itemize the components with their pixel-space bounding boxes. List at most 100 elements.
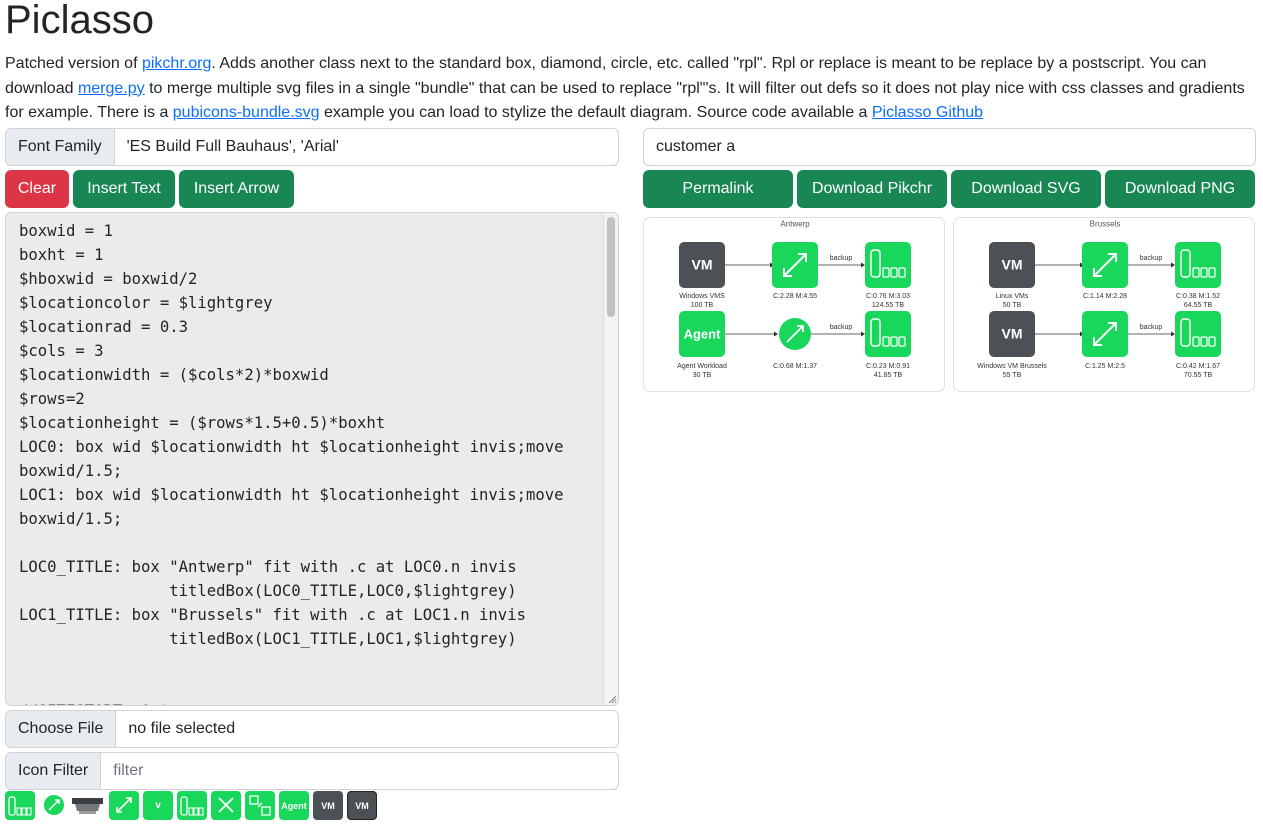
agent-icon [679, 311, 725, 357]
src-label: VM [692, 257, 713, 273]
download-pikchr-button[interactable]: Download Pikchr [797, 170, 947, 208]
code-editor-text: boxwid = 1 boxht = 1 $hboxwid = boxwid/2… [19, 222, 564, 705]
arrows-icon [783, 253, 807, 277]
arrows-icon [1093, 253, 1117, 277]
diagram-brussels: Brussels VM backup Linux VMs 50 TB C:1.1… [977, 220, 1221, 379]
mid-caption: C:1.14 M:2.28 [1083, 293, 1127, 300]
clear-button[interactable]: Clear [5, 170, 69, 208]
vm-icon[interactable]: VM [313, 791, 343, 820]
storage-icon [865, 242, 911, 288]
backup-label: backup [1140, 324, 1163, 331]
src-size: 100 TB [691, 302, 714, 309]
shrink-icon[interactable] [211, 791, 241, 820]
vm-icon [989, 311, 1035, 357]
agent-icon[interactable]: Agent [279, 791, 309, 820]
file-picker-group: Choose File no file selected [5, 710, 619, 748]
download-svg-button[interactable]: Download SVG [951, 170, 1101, 208]
vm-icon [989, 242, 1035, 288]
arrowhead [1171, 331, 1175, 337]
font-family-input[interactable]: 'ES Build Full Bauhaus', 'Arial' [114, 128, 619, 166]
src-label: VM [1002, 326, 1023, 342]
location-panel-antwerp: Antwerp VM backup Windows VMS 100 TB C:2… [643, 217, 945, 392]
expand-icon[interactable] [245, 791, 275, 820]
dst-size: 70.55 TB [1184, 372, 1213, 379]
dst-caption: C:0.38 M:1.52 [1176, 293, 1220, 300]
storage-icon [865, 311, 911, 357]
arrows-icon [1093, 322, 1117, 346]
storage-bar [898, 336, 906, 347]
mid-caption: C:1.25 M:2.5 [1085, 363, 1125, 370]
editor-scrollbar-thumb[interactable] [607, 217, 615, 317]
code-editor[interactable]: boxwid = 1 boxht = 1 $hboxwid = boxwid/2… [5, 212, 619, 706]
location-title: Antwerp [780, 220, 810, 229]
src-caption: Agent Workload [677, 363, 727, 370]
location-title: Brussels [1090, 220, 1121, 229]
storage-icon[interactable] [5, 791, 35, 820]
intro-text: Patched version of pikchr.org. Adds anot… [5, 52, 1255, 126]
mid-caption: C:2.28 M:4.55 [773, 293, 817, 300]
storage-bar [898, 267, 906, 278]
intro-text-3: to merge multiple svg files in a single … [5, 79, 1245, 122]
permalink-button[interactable]: Permalink [643, 170, 793, 208]
storage-bar [1200, 267, 1208, 278]
insert-arrow-button[interactable]: Insert Arrow [179, 170, 294, 208]
dst-caption: C:0.23 M:0.91 [866, 363, 910, 370]
storage-bar [1208, 336, 1216, 347]
src-caption: Windows VM Brussels [977, 363, 1047, 370]
backup-label: backup [1140, 255, 1163, 262]
dedup-icon[interactable] [109, 791, 139, 820]
intro-text-4: example you can load to stylize the defa… [319, 104, 872, 121]
src-label: Agent [684, 326, 722, 341]
editor-scrollbar[interactable] [603, 213, 618, 705]
storage-bar [890, 336, 898, 347]
vm-selected-icon[interactable]: VM [347, 791, 377, 820]
intro-text-1: Patched version of [5, 55, 142, 72]
mid-caption: C:0.68 M:1.37 [773, 363, 817, 370]
link-pikchr[interactable]: pikchr.org [141, 55, 212, 72]
intro-text-2: . Adds another class next to the standar… [5, 55, 1207, 97]
backup-label: backup [830, 324, 853, 331]
arrowhead [861, 331, 865, 337]
dst-caption: C:0.42 M:1.67 [1176, 363, 1220, 370]
customer-input[interactable]: customer a [643, 128, 1256, 166]
resize-handle-icon[interactable] [607, 694, 617, 704]
storage-bar [1208, 267, 1216, 278]
arrowhead [1171, 262, 1175, 268]
location-panel-brussels: Brussels VM backup Linux VMs 50 TB C:1.1… [953, 217, 1255, 392]
font-family-label: Font Family [5, 128, 115, 166]
storage-bar [882, 267, 890, 278]
choose-file-button[interactable]: Choose File [5, 710, 117, 748]
dst-size: 64.55 TB [1184, 302, 1213, 309]
storage-bar [882, 336, 890, 347]
page-title: Piclasso [5, 0, 154, 42]
src-size: 30 TB [693, 372, 712, 379]
download-png-button[interactable]: Download PNG [1105, 170, 1255, 208]
arrowhead [774, 331, 778, 337]
arrows-icon [786, 325, 804, 343]
icon-filter-input[interactable]: filter [101, 752, 619, 790]
server-icon[interactable] [71, 791, 104, 820]
icon-filter-label: Icon Filter [5, 752, 102, 790]
link-pubicons-bundle[interactable]: pubicons-bundle.svg [172, 104, 320, 121]
arrowhead [861, 262, 865, 268]
src-caption: Windows VMS [679, 293, 725, 300]
icon-filter-group: Icon Filter filter [5, 752, 619, 790]
storage-bar [1192, 267, 1200, 278]
insert-text-button[interactable]: Insert Text [73, 170, 175, 208]
storage-bar [1200, 336, 1208, 347]
storage-icon [1175, 242, 1221, 288]
src-size: 55 TB [1003, 372, 1022, 379]
src-label: VM [1002, 257, 1023, 273]
link-merge-py[interactable]: merge.py [77, 79, 145, 97]
v-icon[interactable]: v [143, 791, 173, 820]
diagram-antwerp: Antwerp VM backup Windows VMS 100 TB C:2… [677, 220, 911, 379]
dst-size: 124.55 TB [872, 302, 905, 309]
storage-small-icon[interactable] [177, 791, 207, 820]
storage-bar [1180, 249, 1191, 278]
vm-icon [679, 242, 725, 288]
storage-bar [870, 249, 881, 278]
dst-size: 41.85 TB [874, 372, 903, 379]
replicate-icon[interactable] [42, 791, 66, 820]
src-size: 50 TB [1003, 302, 1022, 309]
link-piclasso-github[interactable]: Piclasso Github [871, 104, 984, 121]
